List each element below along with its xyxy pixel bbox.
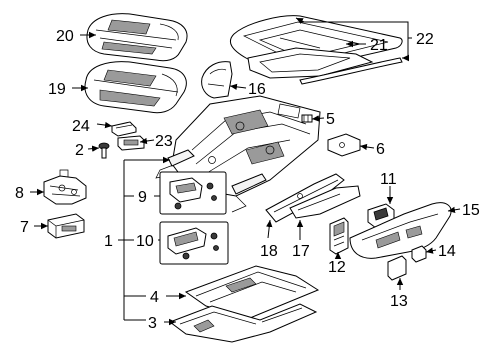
callout-13: 13	[390, 293, 408, 310]
side-bracket-assembly	[43, 169, 87, 205]
callout-11: 11	[380, 171, 397, 188]
leader-lines	[30, 17, 461, 326]
callout-22: 22	[416, 31, 434, 48]
callout-10: 10	[136, 233, 154, 250]
clip-part	[111, 121, 137, 137]
callout-16: 16	[248, 81, 266, 98]
callout-15: 15	[462, 202, 480, 219]
callout-2: 2	[75, 142, 84, 159]
callout-6: 6	[376, 141, 385, 158]
callout-24: 24	[72, 118, 90, 135]
module-box	[47, 213, 85, 239]
backrest-rear-panel	[247, 47, 374, 79]
callout-7: 7	[20, 219, 29, 236]
callout-21: 21	[370, 37, 388, 54]
seat-cushion-pad	[86, 13, 188, 62]
bolt-part	[98, 142, 110, 159]
trim-strip	[299, 57, 403, 85]
screw-part	[301, 114, 313, 123]
callout-17: 17	[292, 243, 310, 260]
callout-8: 8	[15, 185, 24, 202]
seat-track-lower	[168, 303, 318, 343]
callout-1: 1	[104, 233, 113, 250]
seat-side-cover	[289, 185, 361, 219]
adjuster-unit	[167, 227, 219, 260]
callout-9: 9	[138, 189, 147, 206]
switch-module	[329, 217, 349, 255]
callout-labels: 20 19 24 2 23 8 7 1 9 10 4 3 16 5 6 21 2…	[15, 28, 480, 332]
callout-20: 20	[56, 28, 74, 45]
switch-cap-large	[387, 255, 407, 281]
backrest-cover-piece	[201, 61, 233, 99]
callout-23: 23	[155, 133, 173, 150]
seat-track-upper	[184, 265, 320, 319]
callout-18: 18	[260, 243, 278, 260]
callout-3: 3	[148, 315, 157, 332]
seat-cushion-frame	[84, 61, 187, 114]
seat-frame-main	[155, 95, 321, 213]
mount-bracket	[327, 133, 361, 157]
callout-14: 14	[438, 243, 456, 260]
callout-5: 5	[326, 111, 335, 128]
bracket-part	[117, 135, 145, 151]
side-trim-panel	[349, 202, 452, 259]
callout-19: 19	[48, 81, 66, 98]
callout-4: 4	[150, 289, 159, 306]
motor-unit	[169, 177, 217, 210]
callout-12: 12	[328, 259, 346, 276]
side-frame-rail	[265, 173, 345, 223]
switch-cap-small	[411, 245, 427, 263]
